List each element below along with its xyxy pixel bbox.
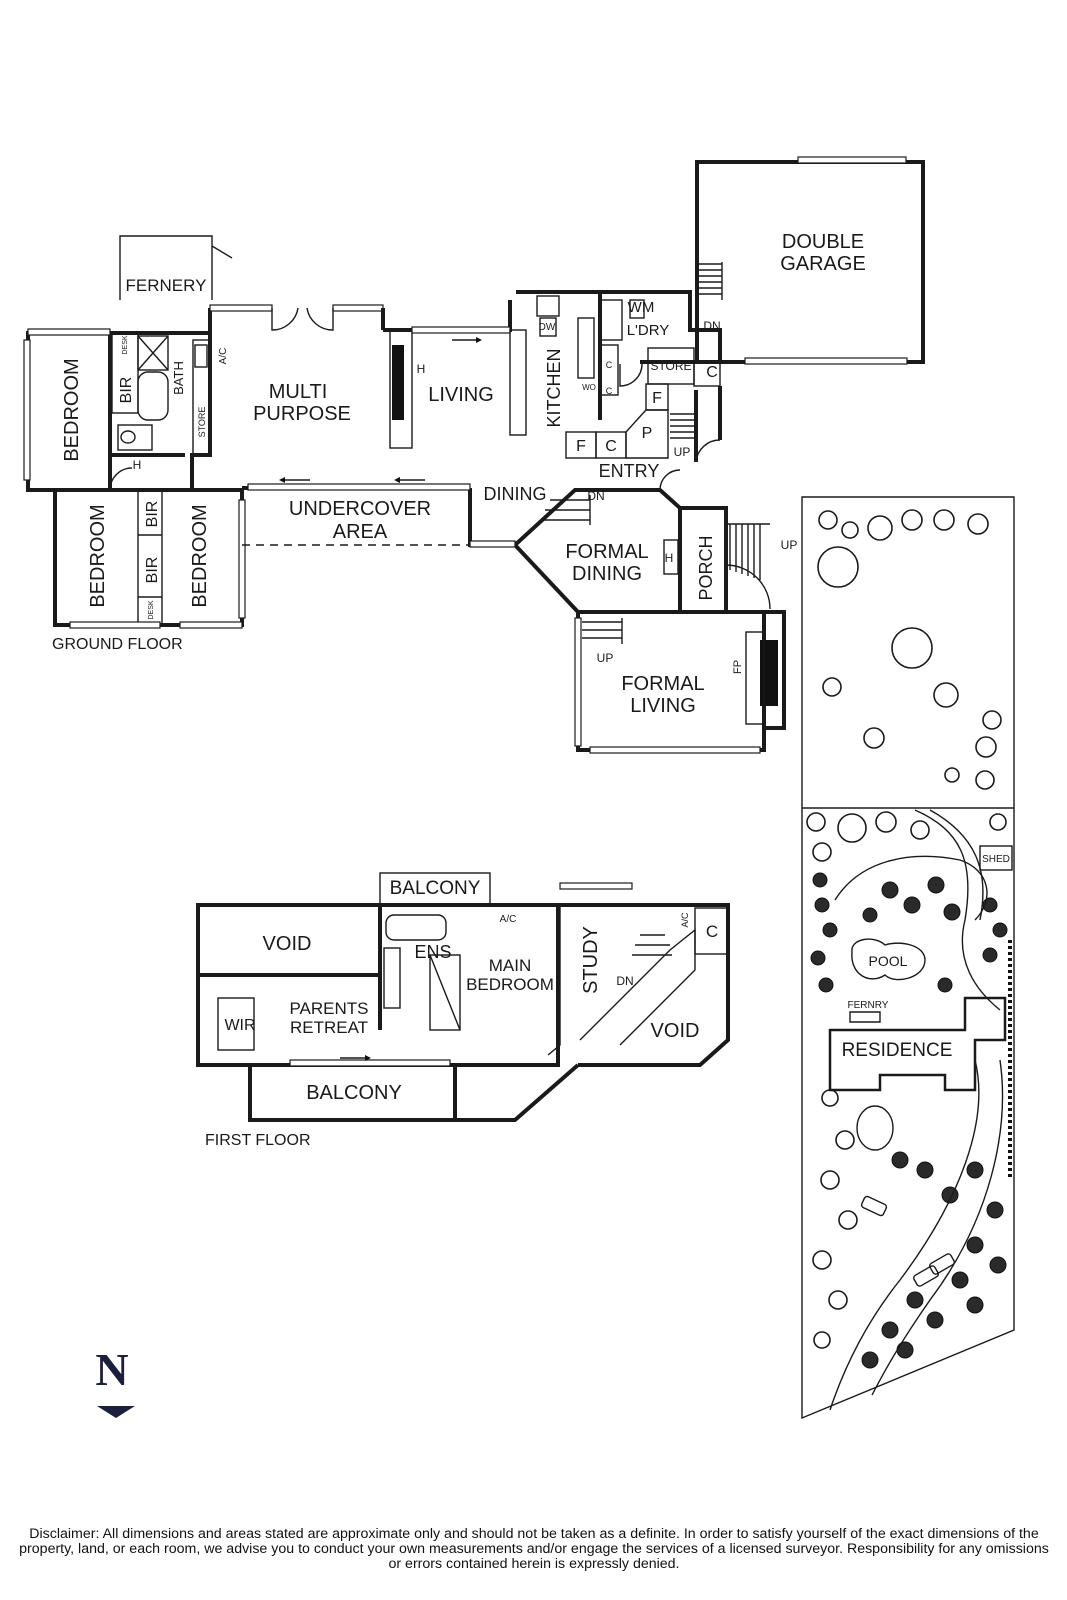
room-wir: WIR [224,1017,255,1034]
label-heater-dining: H [665,551,674,565]
label-dn-garage: DN [703,319,720,333]
room-void-east: VOID [651,1020,700,1042]
room-store-bath: STORE [197,407,207,438]
ground-floor-title: GROUND FLOOR [52,636,183,653]
room-study: STUDY [580,926,602,994]
label-desk-2: DESK [148,600,155,619]
room-double-garage-2: GARAGE [780,253,866,275]
site-trees-lower [806,811,1008,1369]
label-up-formal-living: UP [597,651,614,665]
room-main-bedroom: MAIN [489,956,532,975]
shed-outline [979,845,1013,871]
room-porch: PORCH [696,535,716,600]
label-heater-living: H [417,362,426,376]
room-bir-west: BIR [118,377,135,404]
label-desk-1: DESK [122,335,129,354]
room-bir-south-2: BIR [144,557,161,584]
room-multi-purpose: MULTI [269,381,328,403]
room-bedroom-south: BEDROOM [189,504,211,607]
room-double-garage: DOUBLE [782,231,864,253]
site-label-fernery: FERNRY [848,1000,889,1011]
pool-outline [851,938,926,981]
room-bir-south-1: BIR [144,501,161,528]
room-void-west: VOID [263,933,312,955]
room-undercover-area-2: AREA [333,521,388,543]
first-floor-title: FIRST FLOOR [205,1132,311,1149]
garage-stairs [697,262,723,300]
room-formal-living-2: LIVING [630,695,696,717]
label-dw: DW [539,322,556,333]
room-wm: WM [628,299,655,316]
first-floor-plan [196,872,730,1122]
site-label-residence: RESIDENCE [842,1040,953,1061]
ground-floor-labels: DOUBLE GARAGE FERNERY BEDROOM BEDROOM BE… [52,231,866,717]
label-c-1: C [606,360,613,370]
north-compass: N [95,1344,135,1418]
compass-letter: N [95,1344,128,1395]
first-floor-labels: BALCONY VOID ENS MAIN BEDROOM STUDY VOID… [205,878,718,1149]
label-c-3: C [706,364,718,381]
label-ac-first-2: A/C [680,912,690,928]
label-f-2: F [652,390,662,407]
room-formal-dining-2: DINING [572,563,642,585]
label-heater-bath: H [133,458,142,472]
label-ac: A/C [218,348,229,365]
label-c-first: C [706,922,718,941]
compass-arrow-icon [97,1406,135,1418]
room-main-bedroom-2: BEDROOM [466,975,554,994]
disclaimer-text: Disclaimer: All dimensions and areas sta… [19,1526,1049,1572]
site-plan [801,496,1015,1420]
residence-outline [828,996,1007,1092]
room-kitchen: KITCHEN [544,348,564,427]
site-boundary [801,496,1015,1420]
room-bath: BATH [171,361,186,395]
site-labels: SHED POOL FERNRY RESIDENCE [842,854,1010,1061]
room-living: LIVING [428,384,494,406]
label-c-entry: C [605,438,617,455]
fernery-walls [119,235,233,300]
room-balcony-north: BALCONY [390,878,481,899]
room-ens: ENS [414,942,451,962]
room-dining: DINING [484,484,547,504]
site-label-shed: SHED [982,854,1010,865]
room-store-kitchen: STORE [650,359,691,373]
room-fernery: FERNERY [126,276,207,295]
room-formal-living: FORMAL [621,673,704,695]
label-ac-first-1: A/C [500,914,517,925]
room-parents-retreat: PARENTS [289,999,368,1018]
label-dn-first: DN [616,974,633,988]
label-dn-dining: DN [587,489,604,503]
label-up-porch: UP [781,538,798,552]
room-undercover-area: UNDERCOVER [289,498,431,520]
room-multi-purpose-2: PURPOSE [253,403,351,425]
label-up-entry: UP [674,445,691,459]
room-bedroom-southwest: BEDROOM [87,504,109,607]
label-wo: WO [582,383,596,392]
label-p: P [642,425,653,442]
ground-floor-plan [23,156,925,754]
room-entry: ENTRY [599,461,660,481]
room-parents-retreat-2: RETREAT [290,1018,368,1037]
label-f-1: F [576,438,586,455]
label-fp: FP [732,660,744,674]
label-c-2: C [606,386,613,396]
site-trees-upper [817,509,1002,790]
room-balcony-south: BALCONY [306,1082,402,1104]
room-formal-dining: FORMAL [565,541,648,563]
room-bedroom-west: BEDROOM [61,358,83,461]
site-label-pool: POOL [869,953,908,969]
room-laundry: L'DRY [627,322,670,339]
